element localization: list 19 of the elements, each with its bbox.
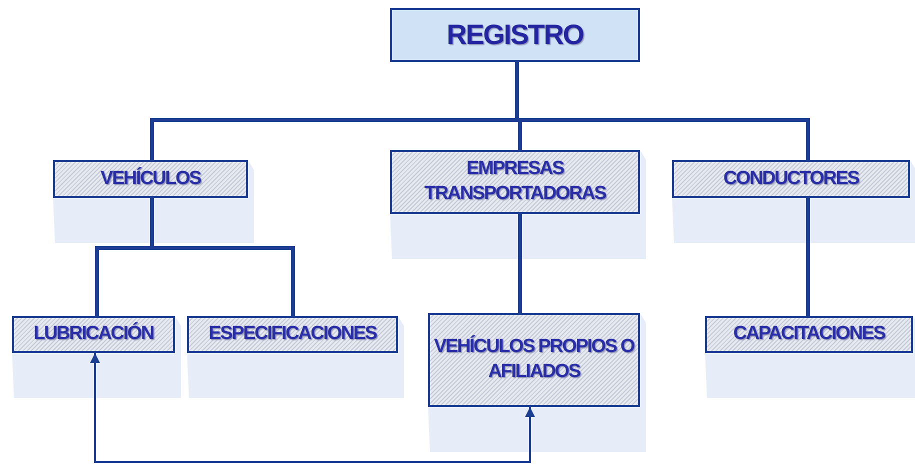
connector-line [518,214,522,313]
connector-line [806,198,810,316]
category-box [187,316,398,353]
box-label: LUBRICACIÓN [32,322,154,346]
category-box [705,316,913,353]
box-label: ESPECIFICACIONES [208,322,378,346]
title-box [390,8,640,62]
box-label: EMPRESAS TRANSPORTADORAS [423,157,607,206]
category-box [390,150,640,214]
category-box [428,313,640,407]
category-box [672,160,910,198]
box-label: REGISTRO [446,18,584,52]
box-label: CAPACITACIONES [732,322,886,346]
box-label: VEHÍCULOS [99,166,202,191]
category-box [53,160,248,198]
box-label: CONDUCTORES [722,166,860,191]
category-box [12,316,175,353]
arrow [90,353,535,463]
box-label: VEHÍCULOS PROPIOS O AFILIADOS [433,335,636,384]
